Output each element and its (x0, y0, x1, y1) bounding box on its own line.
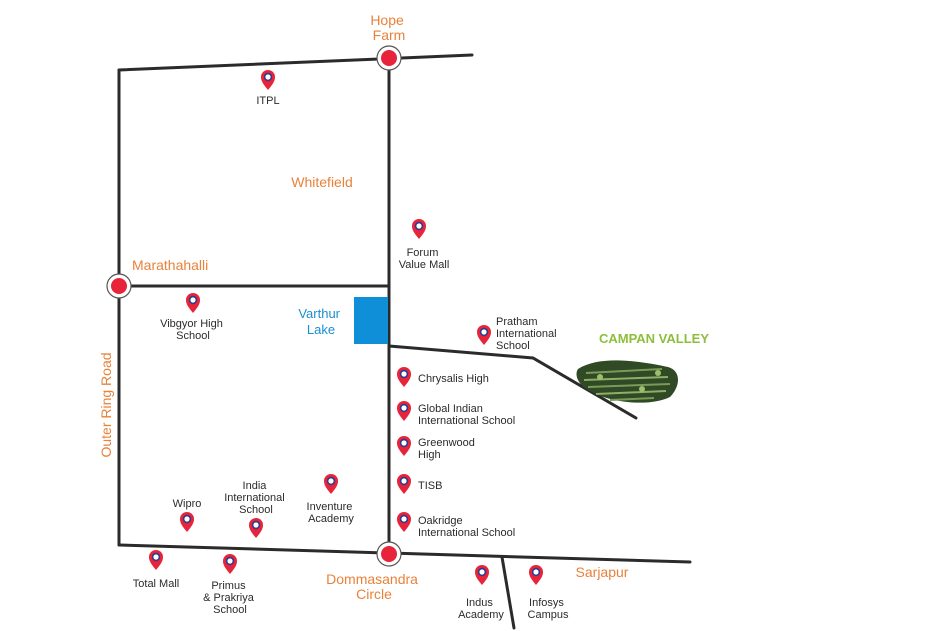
map-pin-icon (397, 474, 411, 494)
map-pin-icon (477, 325, 491, 345)
poi-label: Infosys Campus (528, 597, 569, 621)
poi-primus-prakriya-school: Primus & Prakriya School (203, 554, 257, 616)
map-pin-icon (529, 565, 543, 585)
map-pin-icon (324, 474, 338, 494)
poi-chrysalis-high: Chrysalis High (397, 367, 489, 387)
outer-ring-road-label: Outer Ring Road (98, 352, 114, 457)
poi-label: Pratham International School (496, 316, 560, 352)
lake-label: Varthur Lake (298, 306, 343, 337)
poi-label: TISB (418, 480, 442, 492)
poi-label: Oakridge International School (418, 515, 515, 539)
map-pin-icon (397, 436, 411, 456)
project-label: CAMPAN VALLEY (599, 331, 709, 346)
hope-farm-label: Hope Farm (370, 12, 407, 43)
poi-infosys-campus: Infosys Campus (528, 565, 569, 621)
road-north-boundary (117, 53, 474, 72)
poi-label: Primus & Prakriya School (203, 580, 257, 616)
map-pin-icon (186, 293, 200, 313)
poi-label: Forum Value Mall (399, 247, 450, 271)
map-pin-icon (397, 367, 411, 387)
sarjapur-label: Sarjapur (576, 564, 629, 580)
poi-label: Inventure Academy (307, 501, 356, 525)
map-pin-icon (261, 70, 275, 90)
poi-greenwood-high: Greenwood High (397, 436, 478, 461)
marathahalli-label: Marathahalli (132, 257, 208, 273)
poi-label: ITPL (256, 95, 279, 107)
varthur-lake (354, 297, 388, 344)
poi-global-indian-international-school: Global Indian International School (397, 401, 515, 427)
map-pin-icon (397, 512, 411, 532)
road-varthur-campan (387, 344, 638, 420)
poi-label: India International School (224, 480, 288, 516)
map-pin-icon (412, 219, 426, 239)
township-aerial-icon (576, 360, 678, 403)
map-pin-icon (149, 550, 163, 570)
poi-forum-value-mall: Forum Value Mall (399, 219, 450, 271)
poi-tisb: TISB (397, 474, 442, 494)
poi-pratham-international-school: Pratham International School (477, 316, 560, 352)
map-pin-icon (475, 565, 489, 585)
road-south-sarjapur (117, 543, 692, 564)
poi-label: Total Mall (133, 578, 179, 590)
poi-indus-academy: Indus Academy (458, 565, 504, 621)
poi-label: Global Indian International School (418, 403, 515, 427)
poi-oakridge-international-school: Oakridge International School (397, 512, 515, 539)
poi-wipro: Wipro (173, 498, 202, 532)
map-pin-icon (249, 518, 263, 538)
poi-total-mall: Total Mall (133, 550, 179, 590)
map-pin-icon (223, 554, 237, 574)
map-pin-icon (397, 401, 411, 421)
poi-itpl: ITPL (256, 70, 280, 107)
poi-inventure-academy: Inventure Academy (307, 474, 356, 525)
poi-label: Indus Academy (458, 597, 504, 621)
poi-label: Greenwood High (418, 437, 478, 461)
junction-dommasandra (376, 541, 402, 567)
road-sarjapur-branch (500, 555, 516, 630)
poi-label: Chrysalis High (418, 373, 489, 385)
whitefield-label: Whitefield (291, 174, 352, 190)
poi-vibgyor-high-school: Vibgyor High School (160, 293, 226, 342)
road-network (117, 53, 692, 630)
junction-hope-farm (376, 45, 402, 71)
junction-marathahalli (106, 273, 132, 299)
poi-label: Vibgyor High School (160, 318, 226, 342)
poi-label: Wipro (173, 498, 202, 510)
map-pin-icon (180, 512, 194, 532)
dommasandra-label: Dommasandra Circle (326, 571, 422, 602)
poi-india-international-school: India International School (224, 480, 288, 538)
